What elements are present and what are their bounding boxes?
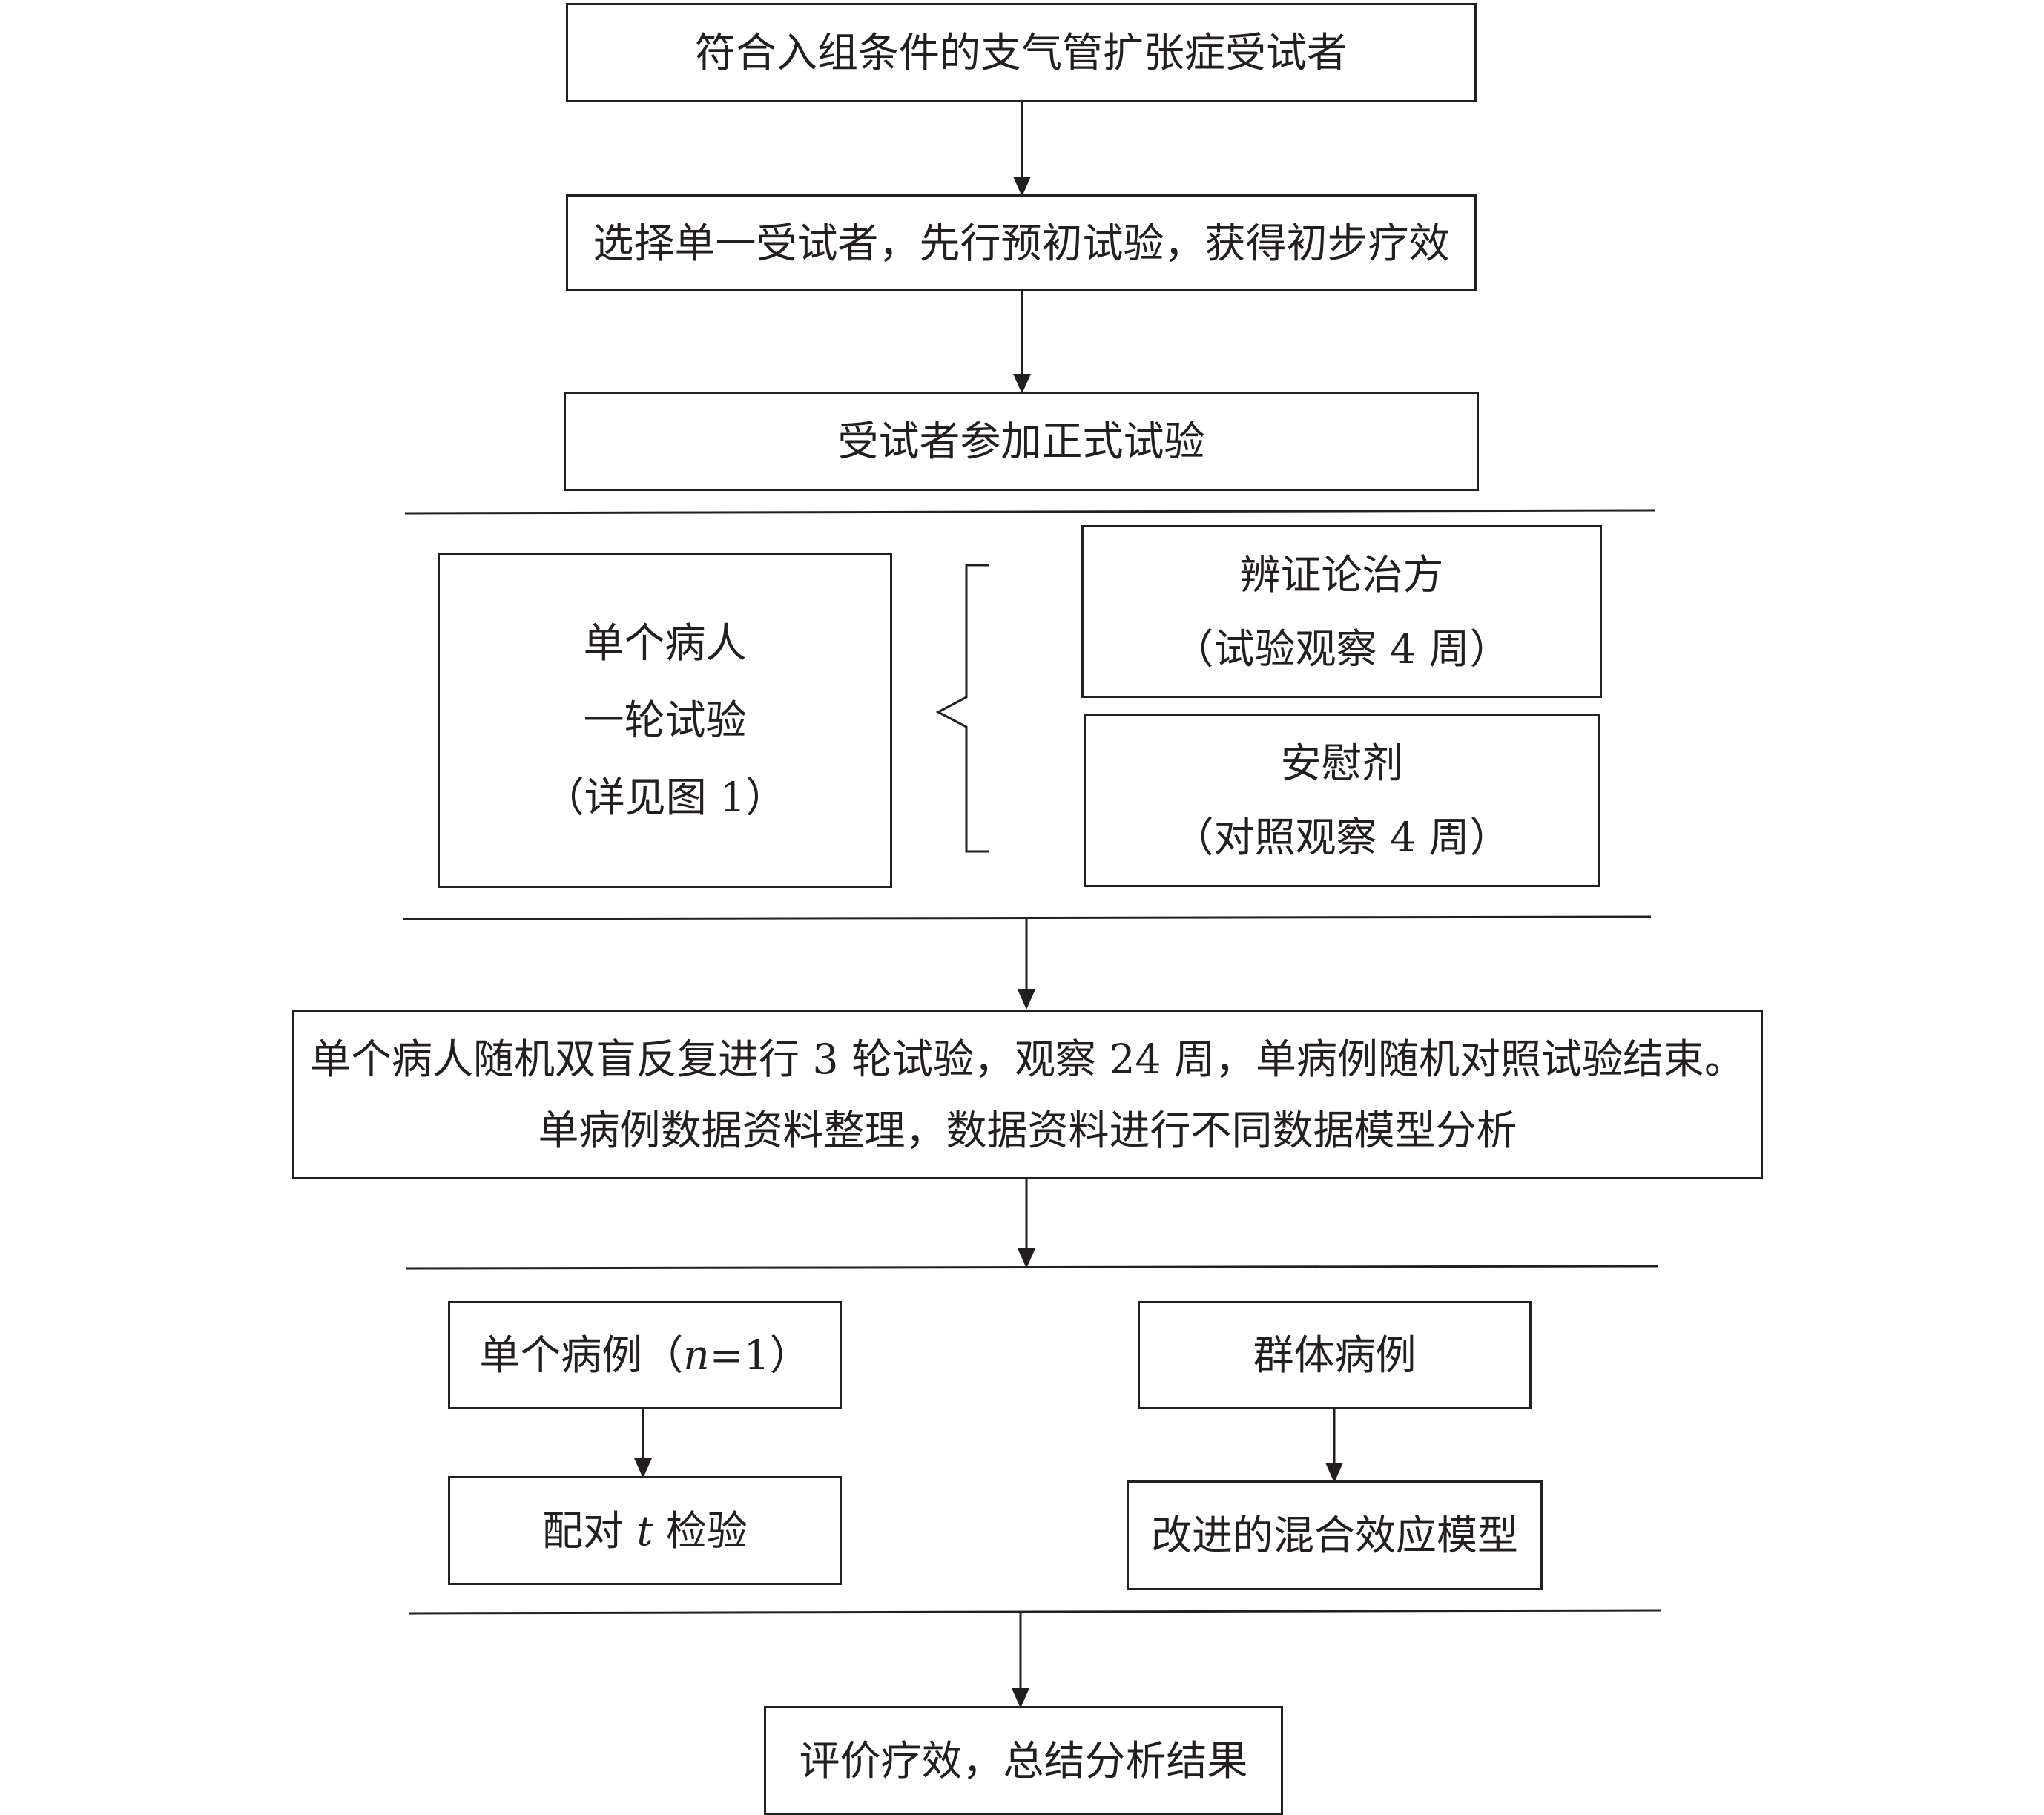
pilot-trial-text: 选择单一受试者，先行预初试验，获得初步疗效 <box>593 219 1450 267</box>
eligible-subjects-text: 符合入组条件的支气管扩张症受试者 <box>694 29 1348 76</box>
divider-2 <box>402 915 1652 920</box>
divider-4 <box>409 1609 1662 1615</box>
placebo-title: 安慰剂 <box>1280 739 1403 787</box>
one-round-line1: 单个病人 <box>583 619 747 667</box>
one-round-line2: 一轮试验 <box>583 696 747 744</box>
divider-3 <box>406 1265 1659 1270</box>
divider-1 <box>404 509 1656 515</box>
treatment-note: （试验观察 4 周） <box>1173 625 1511 673</box>
single-case-variable: n <box>683 1331 710 1379</box>
formal-trial-box: 受试者参加正式试验 <box>564 392 1479 491</box>
paired-t-test-text: 配对 t 检验 <box>541 1506 748 1555</box>
single-case-box: 单个病例（n=1） <box>448 1301 842 1409</box>
one-round-line3: （详见图 1） <box>543 774 787 821</box>
group-case-box: 群体病例 <box>1138 1301 1532 1409</box>
evaluate-box: 评价疗效，总结分析结果 <box>764 1706 1283 1815</box>
repeat-trial-box: 单个病人随机双盲反复进行 3 轮试验，观察 24 周，单病例随机对照试验结束。 … <box>292 1010 1763 1179</box>
paired-t-variable: t <box>636 1506 653 1555</box>
treatment-title: 辨证论治方 <box>1239 550 1444 599</box>
repeat-trial-line1: 单个病人随机双盲反复进行 3 轮试验，观察 24 周，单病例随机对照试验结束。 <box>310 1035 1745 1083</box>
treatment-box: 辨证论治方 （试验观察 4 周） <box>1081 525 1602 698</box>
formal-trial-text: 受试者参加正式试验 <box>837 418 1205 465</box>
evaluate-text: 评价疗效，总结分析结果 <box>799 1736 1248 1785</box>
repeat-trial-line2: 单病例数据资料整理，数据资料进行不同数据模型分析 <box>538 1107 1517 1154</box>
mixed-model-text: 改进的混合效应模型 <box>1150 1512 1518 1559</box>
placebo-note: （对照观察 4 周） <box>1173 814 1511 861</box>
placebo-box: 安慰剂 （对照观察 4 周） <box>1084 714 1600 887</box>
eligible-subjects-box: 符合入组条件的支气管扩张症受试者 <box>566 3 1477 102</box>
group-case-text: 群体病例 <box>1253 1331 1417 1379</box>
one-round-box: 单个病人 一轮试验 （详见图 1） <box>438 553 892 888</box>
paired-t-test-box: 配对 t 检验 <box>448 1476 842 1585</box>
pilot-trial-box: 选择单一受试者，先行预初试验，获得初步疗效 <box>566 194 1477 291</box>
single-case-text: 单个病例（n=1） <box>479 1331 811 1379</box>
bracket <box>935 564 989 853</box>
mixed-model-box: 改进的混合效应模型 <box>1127 1480 1543 1590</box>
